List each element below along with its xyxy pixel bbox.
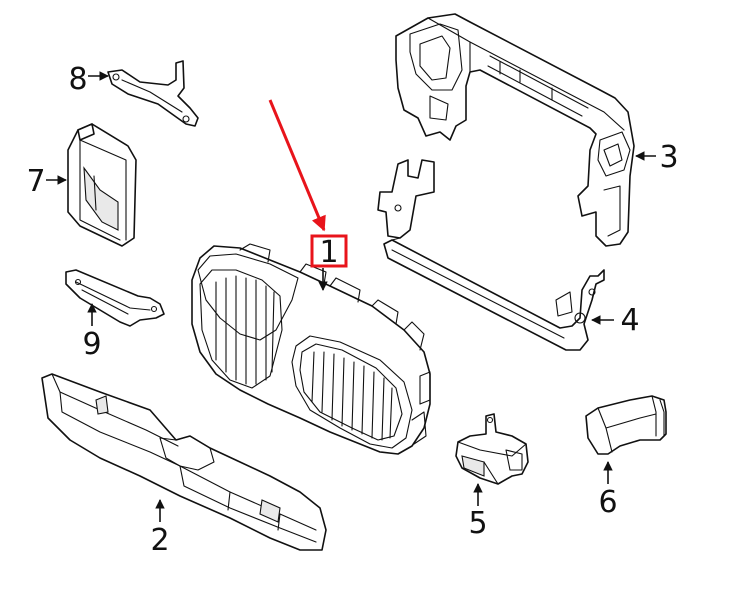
part-6-duct xyxy=(585,395,667,455)
callout-2: 2 xyxy=(150,523,169,558)
callout-8: 8 xyxy=(68,62,87,97)
red-highlight-box xyxy=(310,234,348,268)
callout-numbers: 1 2 3 4 5 6 7 8 9 xyxy=(26,62,678,558)
callout-6: 6 xyxy=(598,485,617,520)
callout-9: 9 xyxy=(82,327,101,362)
callout-3: 3 xyxy=(659,140,678,175)
callout-7: 7 xyxy=(26,164,45,199)
part-2-absorber xyxy=(41,373,327,551)
part-9-bracket xyxy=(65,269,165,327)
part-3-carrier xyxy=(395,13,635,247)
callout-4: 4 xyxy=(620,303,639,338)
part-4-frame xyxy=(377,159,605,351)
highlight-annotation xyxy=(268,99,348,268)
red-arrow xyxy=(268,99,326,232)
part-7-module xyxy=(67,123,137,247)
callout-1: 1 xyxy=(319,235,338,270)
callout-5: 5 xyxy=(468,506,487,541)
leader-lines xyxy=(46,71,656,522)
part-8-bracket xyxy=(107,60,199,127)
part-1-grille xyxy=(191,243,431,455)
part-5-bracket xyxy=(455,413,529,485)
